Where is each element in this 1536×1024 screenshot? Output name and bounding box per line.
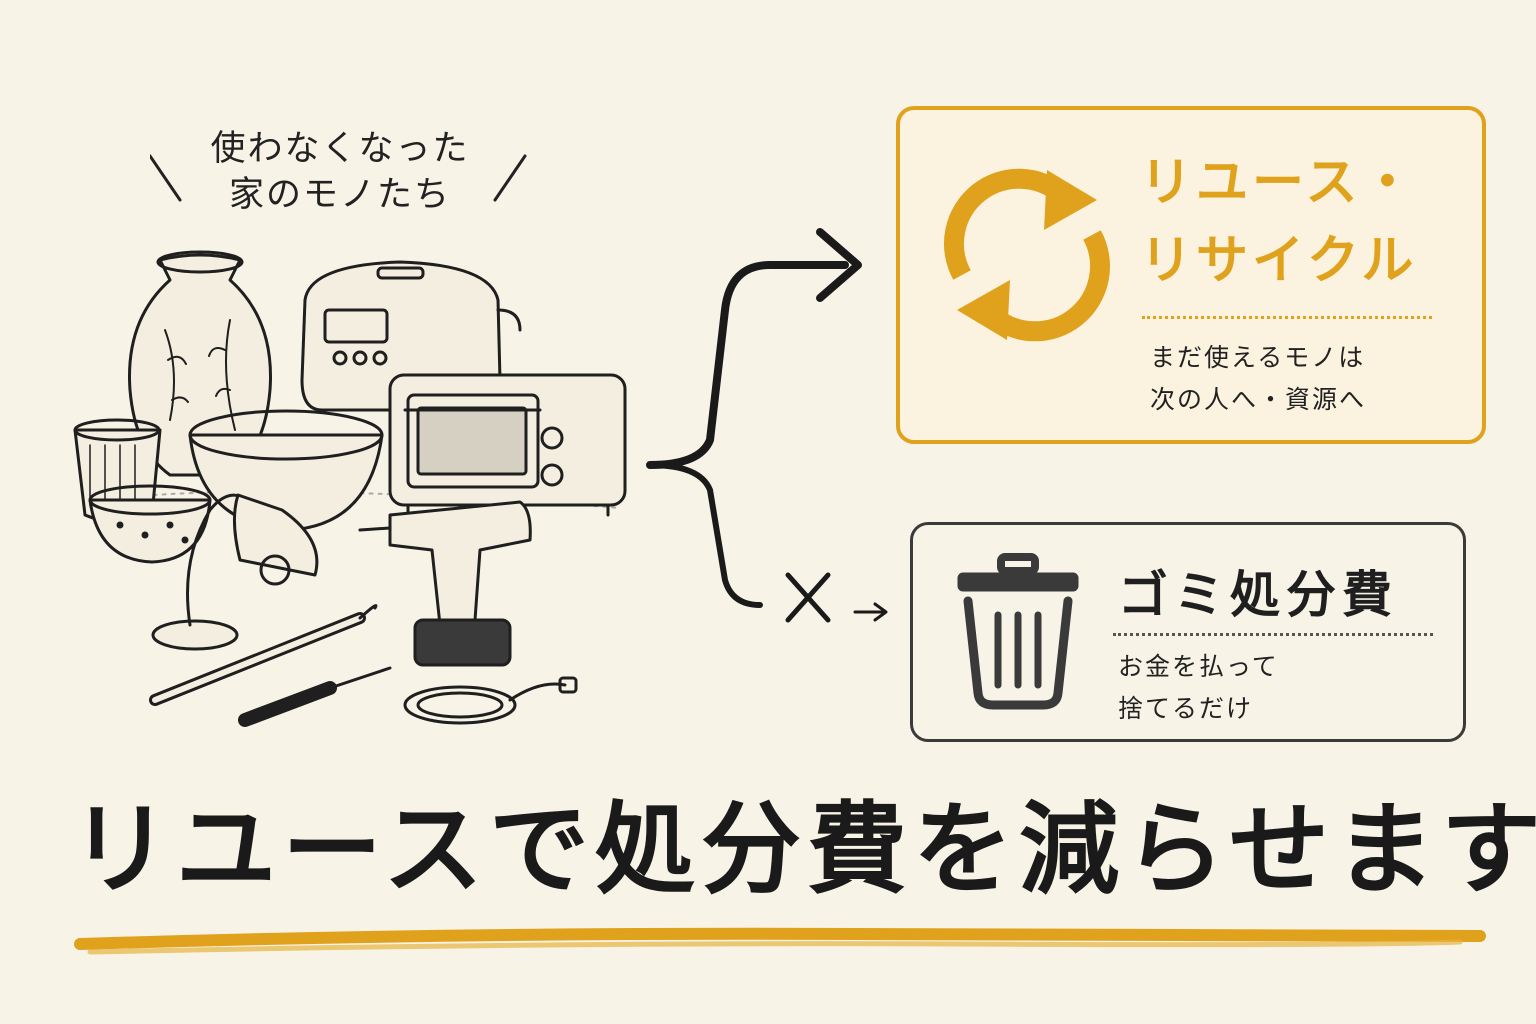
reuse-title-line-2: リサイクル [1140, 231, 1418, 291]
rice-cooker-icon [300, 260, 522, 412]
caption-accent-lines [150, 154, 527, 202]
flow-arrows [646, 228, 888, 623]
wrench-icon [149, 604, 378, 706]
disposal-title: ゴミ処分費 [1118, 566, 1398, 624]
small-bowl-icon [88, 484, 212, 564]
toaster-oven-icon [388, 373, 627, 517]
desk-lamp-icon [151, 493, 319, 651]
cable-icon [403, 676, 578, 725]
household-items-illustration [73, 250, 627, 727]
disposal-cost-card: ゴミ処分費 お金を払って 捨てるだけ [910, 522, 1466, 742]
caption-line-1: 使わなくなった [210, 129, 470, 169]
recycle-arrows-icon [943, 168, 1111, 342]
items-caption: 使わなくなった 家のモノたち [150, 110, 530, 220]
caption-line-2: 家のモノたち [228, 175, 451, 215]
disposal-divider [1113, 633, 1433, 636]
trash-can-icon [957, 553, 1079, 710]
disposal-desc-line-1: お金を払って [1118, 652, 1279, 681]
reuse-divider [1142, 316, 1432, 319]
power-drill-icon [358, 500, 532, 667]
reuse-recycle-card: リユース・ リサイクル まだ使えるモノは 次の人へ・資源へ [896, 106, 1486, 444]
cross-icon [785, 572, 831, 623]
headline: リユースで処分費を減らせます [70, 791, 1536, 908]
screwdriver-icon [238, 666, 392, 727]
disposal-desc-line-2: 捨てるだけ [1118, 694, 1254, 723]
reuse-desc-line-1: まだ使えるモノは [1150, 343, 1366, 372]
headline-underline-brushstroke [74, 927, 1486, 955]
reuse-desc-line-2: 次の人へ・資源へ [1150, 385, 1367, 414]
reuse-title-line-1: リユース・ [1140, 153, 1418, 213]
